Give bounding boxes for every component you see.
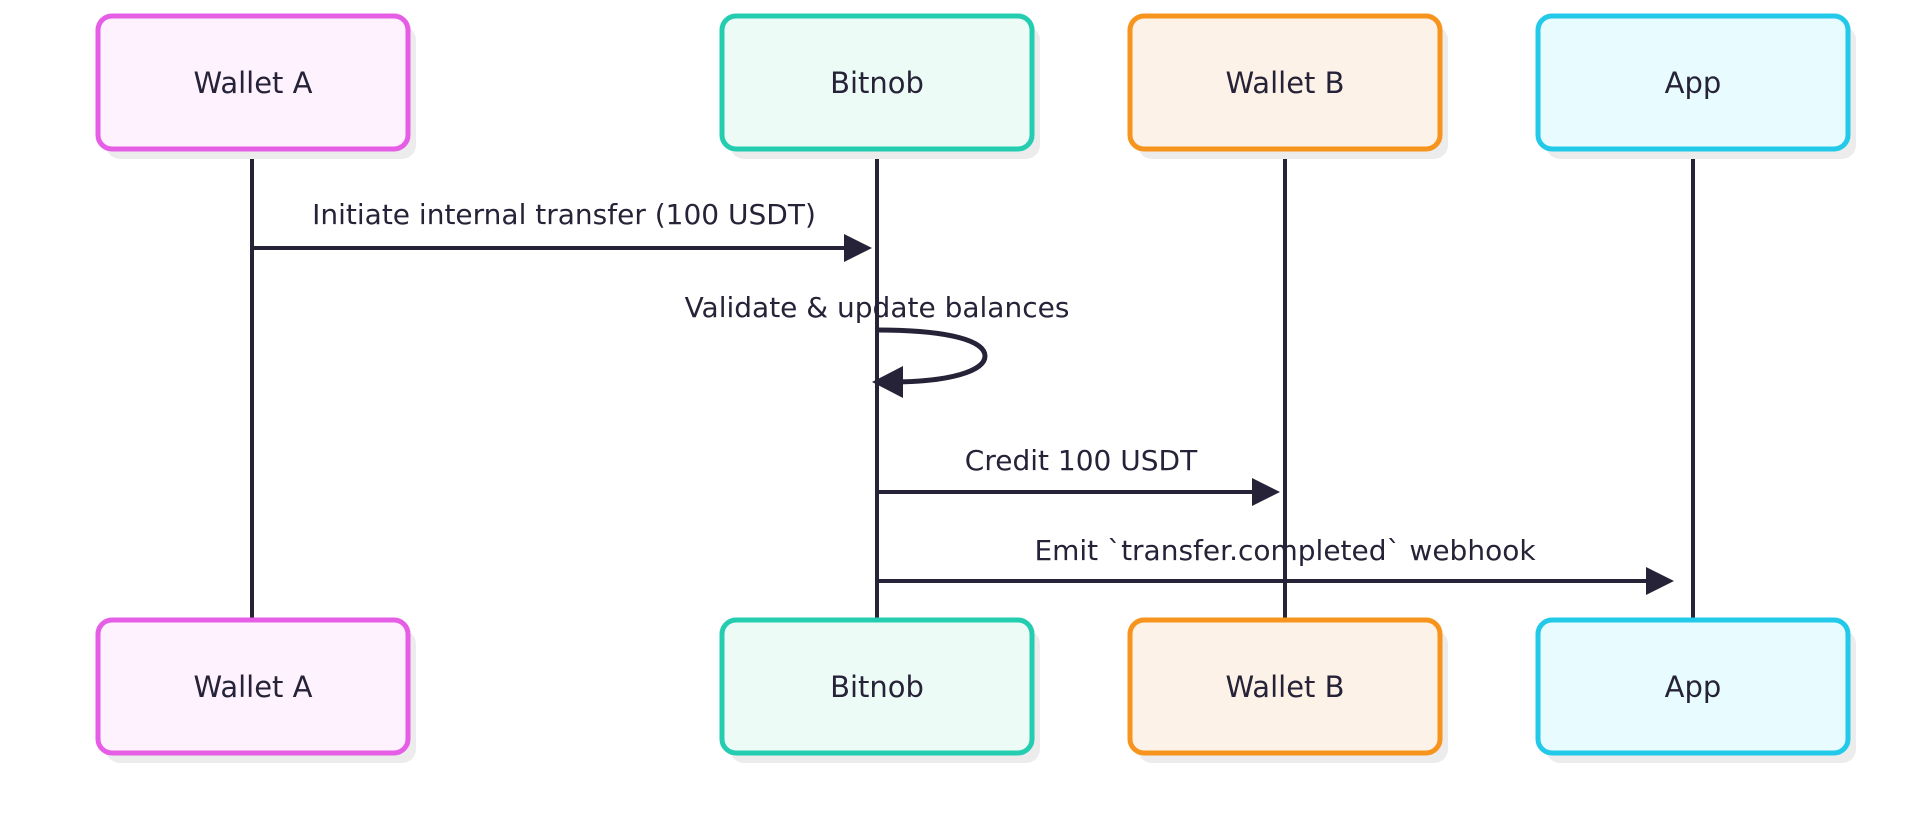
messages-layer: Initiate internal transfer (100 USDT) Va…: [252, 198, 1674, 595]
participant-label: Wallet A: [194, 670, 313, 704]
message-emit-webhook[interactable]: Emit `transfer.completed` webhook: [877, 534, 1674, 595]
message-credit-usdt[interactable]: Credit 100 USDT: [877, 444, 1280, 506]
message-initiate-transfer[interactable]: Initiate internal transfer (100 USDT): [252, 198, 872, 262]
participant-bottom-wallet-b[interactable]: Wallet B: [1127, 617, 1448, 763]
participant-top-wallet-b[interactable]: Wallet B: [1127, 13, 1448, 159]
participant-box[interactable]: [1127, 13, 1443, 152]
participant-top-app[interactable]: App: [1535, 13, 1856, 159]
participants-bottom: Wallet A Bitnob Wallet B App: [95, 617, 1856, 763]
participant-label: Bitnob: [830, 670, 924, 704]
participant-label: Bitnob: [830, 66, 924, 100]
participant-box[interactable]: [95, 13, 411, 152]
participant-label: App: [1665, 66, 1722, 100]
lifelines-layer: [250, 149, 1695, 622]
participant-box[interactable]: [1127, 617, 1443, 756]
participant-top-bitnob[interactable]: Bitnob: [719, 13, 1040, 159]
message-validate-balances[interactable]: Validate & update balances: [685, 291, 1070, 398]
message-label: Emit `transfer.completed` webhook: [1034, 534, 1536, 567]
participants-top: Wallet A Bitnob Wallet B App: [95, 13, 1856, 159]
arrow-head-icon: [1252, 478, 1280, 506]
message-label: Validate & update balances: [685, 291, 1070, 324]
participant-label: Wallet B: [1225, 66, 1344, 100]
participant-label: Wallet B: [1225, 670, 1344, 704]
message-label: Initiate internal transfer (100 USDT): [312, 198, 816, 231]
participant-label: App: [1665, 670, 1722, 704]
self-loop-path: [876, 327, 988, 385]
message-label: Credit 100 USDT: [965, 444, 1198, 477]
participant-box[interactable]: [1535, 617, 1851, 756]
participant-bottom-bitnob[interactable]: Bitnob: [719, 617, 1040, 763]
participant-bottom-app[interactable]: App: [1535, 617, 1856, 763]
participant-box[interactable]: [95, 617, 411, 756]
participant-top-wallet-a[interactable]: Wallet A: [95, 13, 416, 159]
participant-box[interactable]: [719, 13, 1035, 152]
arrow-head-icon: [872, 366, 903, 398]
arrow-head-icon: [844, 234, 872, 262]
participant-bottom-wallet-a[interactable]: Wallet A: [95, 617, 416, 763]
participant-box[interactable]: [719, 617, 1035, 756]
arrow-head-icon: [1646, 567, 1674, 595]
participant-box[interactable]: [1535, 13, 1851, 152]
participant-label: Wallet A: [194, 66, 313, 100]
